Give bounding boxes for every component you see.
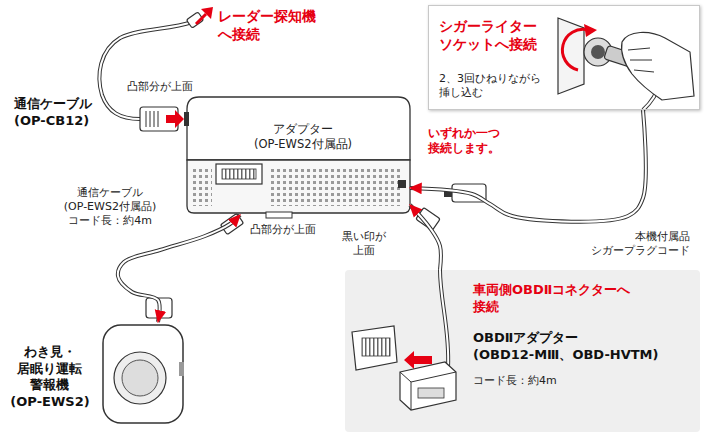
node-text: コード長：約4m	[473, 374, 557, 388]
callout-label: いずれか一つ 接続します。	[428, 126, 500, 157]
hand	[622, 32, 694, 100]
cable-outline	[410, 205, 441, 270]
adapter-body-part	[184, 112, 189, 126]
op-cb12-cable-part	[146, 111, 158, 127]
cable-core	[118, 215, 240, 322]
adapter-body-part	[192, 166, 212, 206]
hand-part	[622, 32, 694, 100]
adapter-body-part	[398, 180, 406, 188]
warning-device	[103, 298, 184, 423]
warning-device-part	[114, 352, 166, 404]
adapter-body	[184, 97, 410, 218]
node-heading: 車両側OBDⅡコネクターへ 接続	[473, 282, 630, 315]
obd-cord	[440, 270, 448, 368]
cigar-panel-ground-part	[428, 5, 700, 110]
obd-panel-ground-part	[345, 270, 700, 432]
obd-adapter-plug-part	[400, 362, 456, 410]
rotate-arrow-part	[584, 24, 597, 37]
obd-adapter-plug-part	[418, 388, 444, 398]
node-text: 2、3回ひねりながら 挿し込む	[439, 72, 541, 100]
obd-adapter-plug-part	[400, 372, 456, 410]
cable-connector	[410, 205, 441, 270]
rotate-arrow	[562, 24, 597, 70]
device-box: わき見・ 居眠り運転 警報機 (OP-EWS2)	[100, 322, 186, 426]
adapter-body-part	[222, 169, 256, 179]
adapter-box: アダプター (OP-EWS2付属品)	[185, 95, 410, 215]
adapter-body-part	[268, 166, 400, 206]
callout-label: 本機付属品 シガープラグコード	[591, 230, 690, 258]
red-arrow-part	[196, 14, 206, 24]
rotate-arrow-part	[562, 29, 588, 70]
cable-outline	[118, 215, 240, 322]
obd-adapter-plug	[400, 362, 456, 410]
adapter-body-part	[187, 160, 410, 213]
callout-label: 凸部分が上面	[127, 80, 193, 94]
cigar-socket-part	[591, 45, 605, 59]
cigar-panel-ground	[428, 5, 700, 110]
red-arrow-part	[166, 110, 184, 128]
obd-cord-part	[440, 270, 448, 368]
node-heading: わき見・ 居眠り運転 警報機 (OP-EWS2)	[10, 344, 89, 411]
cable-core	[410, 205, 441, 270]
op-cb12-cable	[99, 12, 203, 131]
callout-label: 通信ケーブル (OP-CB12)	[14, 96, 92, 129]
callout-label: 黒い印が 上面	[342, 230, 386, 258]
adapter-body-part	[216, 164, 262, 184]
callout-label: 凸部分が上面	[250, 223, 316, 237]
cable-connector	[118, 215, 240, 322]
red-arrow-part	[201, 7, 213, 19]
red-arrow	[166, 7, 432, 369]
callout-label: 通信ケーブル (OP-EWS2付属品) コード長：約4m	[64, 186, 156, 228]
obd-connector-part	[362, 338, 390, 356]
cable-outline	[410, 110, 646, 222]
hand-part	[628, 48, 654, 72]
obd-cord-part	[440, 270, 448, 368]
node-heading: シガーライター ソケットへ接続	[439, 18, 537, 54]
adapter-body-part	[266, 212, 292, 218]
obd-panel-ground	[345, 270, 700, 432]
node-heading: アダプター (OP-EWS2付属品)	[254, 122, 352, 151]
obd-connector	[352, 326, 397, 370]
adapter-body-part	[187, 97, 410, 160]
warning-device-part	[122, 360, 158, 396]
inset-panel: 車両側OBDⅡコネクターへ 接続 OBDⅡアダプター (OBD12-MⅢ、OBD-…	[345, 270, 700, 432]
cable-connector	[410, 110, 646, 222]
cigar-socket	[558, 18, 612, 94]
callout-label: レーダー探知機 へ接続	[218, 8, 316, 44]
warning-device-part	[103, 325, 183, 423]
inset-panel: シガーライター ソケットへ接続 2、3回ひねりながら 挿し込む	[428, 5, 700, 110]
op-cb12-cable-part	[99, 22, 192, 119]
node-text: OBDⅡアダプター (OBD12-MⅢ、OBD-HVTM)	[473, 330, 658, 363]
op-cb12-cable-part	[99, 22, 192, 119]
warning-device-part	[179, 362, 184, 376]
obd-connector-part	[352, 326, 397, 370]
cable-core	[410, 110, 646, 222]
